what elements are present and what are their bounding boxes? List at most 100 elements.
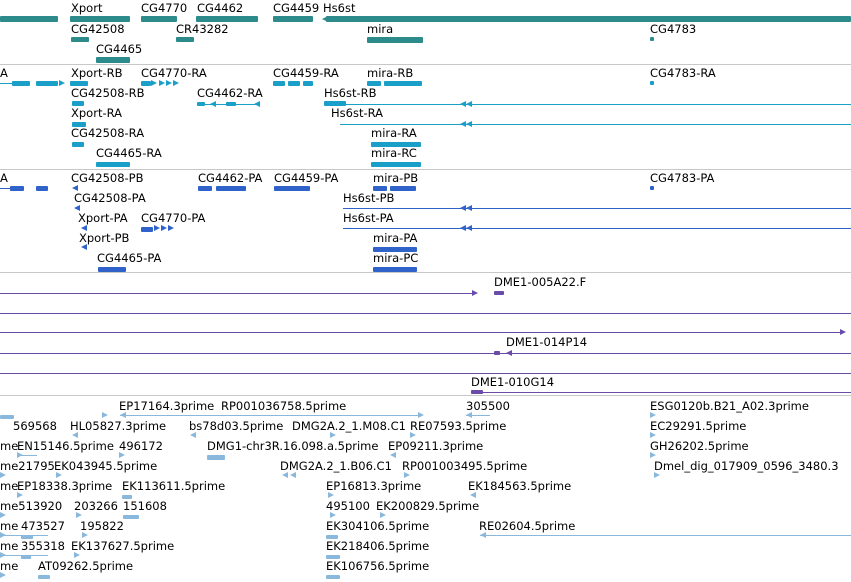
feature-label[interactable]: me (0, 479, 19, 493)
feature-label[interactable]: Hs6st-PA (343, 211, 394, 225)
feature-block[interactable] (21, 535, 33, 539)
feature-block[interactable] (326, 555, 340, 559)
feature-label[interactable]: 305500 (466, 399, 510, 413)
feature-label[interactable]: EP18338.3prime (17, 479, 113, 493)
feature-label[interactable]: GH26202.5prime (650, 439, 749, 453)
feature-block[interactable] (650, 186, 654, 190)
feature-block[interactable] (141, 227, 153, 232)
feature-label[interactable]: Hs6st-RA (331, 106, 383, 120)
feature-label[interactable]: CG4770 (141, 1, 188, 15)
feature-block[interactable] (371, 162, 421, 167)
feature-block[interactable] (273, 81, 285, 86)
feature-label[interactable]: ESG0120b.B21_A02.3prime (650, 399, 809, 413)
feature-label[interactable]: CG4459 (273, 1, 320, 15)
feature-label[interactable]: EK184563.5prime (468, 479, 572, 493)
feature-block[interactable] (36, 186, 48, 191)
feature-label[interactable]: RP001003495.5prime (402, 459, 528, 473)
feature-label[interactable]: CG4783 (650, 22, 697, 36)
feature-label[interactable]: EP17164.3prime (119, 399, 215, 413)
feature-label[interactable]: CG42508-RB (71, 86, 145, 100)
feature-label[interactable]: EN15146.5prime (17, 439, 114, 453)
feature-label[interactable]: 495100 (326, 499, 370, 513)
feature-label[interactable]: CG42508-RA (71, 126, 145, 140)
feature-block[interactable] (288, 81, 300, 86)
feature-label[interactable]: DME1-010G14 (471, 375, 555, 389)
feature-label[interactable]: CG4465-PA (97, 251, 162, 265)
feature-block[interactable] (70, 16, 130, 22)
feature-label[interactable]: mira-RB (367, 66, 414, 80)
feature-block[interactable] (197, 102, 205, 106)
feature-label[interactable]: DMG2A.2_1.B06.C1 (280, 459, 392, 473)
feature-label[interactable]: mira-PC (373, 251, 419, 265)
feature-label[interactable]: 203266 (74, 499, 118, 513)
feature-label[interactable]: 151608 (123, 499, 167, 513)
feature-label[interactable]: CG4462-RA (197, 86, 263, 100)
feature-label[interactable]: mira (367, 22, 394, 36)
feature-label[interactable]: me (0, 559, 19, 573)
feature-block[interactable] (326, 535, 338, 539)
feature-label[interactable]: mira-RC (371, 146, 417, 160)
feature-label[interactable]: DME1-014P14 (506, 335, 588, 349)
feature-label[interactable]: CG4462-PA (198, 171, 263, 185)
feature-block[interactable] (326, 16, 851, 22)
feature-block[interactable] (72, 101, 84, 106)
feature-label[interactable]: AT09262.5prime (38, 559, 134, 573)
feature-block[interactable] (390, 186, 416, 191)
feature-block[interactable] (303, 81, 313, 86)
feature-block[interactable] (198, 186, 212, 191)
feature-label[interactable]: EK304106.5prime (326, 519, 430, 533)
feature-label[interactable]: EK043945.5prime (54, 459, 158, 473)
feature-label[interactable]: CG42508-PA (74, 191, 146, 205)
feature-block[interactable] (98, 267, 126, 272)
feature-label[interactable]: Xport-RA (71, 106, 122, 120)
feature-label[interactable]: DME1-005A22.F (494, 275, 587, 289)
feature-label[interactable]: 569568 (13, 419, 57, 433)
feature-block[interactable] (226, 102, 236, 106)
feature-label[interactable]: 473527 (21, 519, 65, 533)
feature-label[interactable]: CG4459-PA (274, 171, 339, 185)
feature-block[interactable] (216, 186, 246, 191)
feature-block[interactable] (494, 291, 504, 295)
feature-block[interactable] (96, 57, 130, 63)
feature-label[interactable]: 195822 (80, 519, 124, 533)
feature-block[interactable] (384, 81, 422, 86)
feature-label[interactable]: me21795 (0, 459, 55, 473)
feature-block[interactable] (72, 142, 84, 147)
feature-label[interactable]: EK218406.5prime (326, 539, 430, 553)
feature-block[interactable] (21, 555, 31, 559)
feature-label[interactable]: RE07593.5prime (410, 419, 507, 433)
feature-block[interactable] (326, 575, 340, 579)
feature-label[interactable]: CG42508 (71, 22, 125, 36)
feature-label[interactable]: CG4783-RA (650, 66, 716, 80)
feature-label[interactable]: mira-RA (371, 126, 417, 140)
feature-block[interactable] (122, 495, 132, 499)
feature-label[interactable]: bs78d03.5prime (189, 419, 284, 433)
feature-block[interactable] (273, 16, 313, 22)
feature-block[interactable] (71, 37, 89, 42)
feature-label[interactable]: EK137627.5prime (71, 539, 175, 553)
feature-label[interactable]: EP16813.3prime (326, 479, 422, 493)
feature-label[interactable]: me (0, 439, 19, 453)
feature-label[interactable]: EK200829.5prime (376, 499, 480, 513)
feature-label[interactable]: HL05827.3prime (70, 419, 167, 433)
feature-label[interactable]: CG4459-RA (273, 66, 339, 80)
feature-label[interactable]: RP001036758.5prime (221, 399, 347, 413)
feature-label[interactable]: mira-PB (373, 171, 419, 185)
feature-block[interactable] (196, 16, 258, 22)
feature-label[interactable]: Xport-PA (78, 211, 128, 225)
feature-block[interactable] (176, 37, 194, 42)
feature-label[interactable]: RE02604.5prime (479, 519, 576, 533)
feature-label[interactable]: mira-PA (373, 231, 418, 245)
feature-block[interactable] (0, 415, 14, 419)
feature-label[interactable]: Dmel_dig_017909_0596_3480.3 (654, 459, 839, 473)
feature-label[interactable]: me (0, 519, 19, 533)
feature-block[interactable] (324, 101, 346, 106)
feature-block[interactable] (123, 515, 139, 519)
feature-label[interactable]: me (0, 539, 19, 553)
feature-label[interactable]: Xport-RB (71, 66, 123, 80)
feature-label[interactable]: CG4770-RA (141, 66, 207, 80)
feature-block[interactable] (494, 351, 500, 355)
feature-label[interactable]: A (0, 171, 8, 185)
feature-label[interactable]: Hs6st-PB (343, 191, 395, 205)
feature-label[interactable]: CG42508-PB (71, 171, 144, 185)
